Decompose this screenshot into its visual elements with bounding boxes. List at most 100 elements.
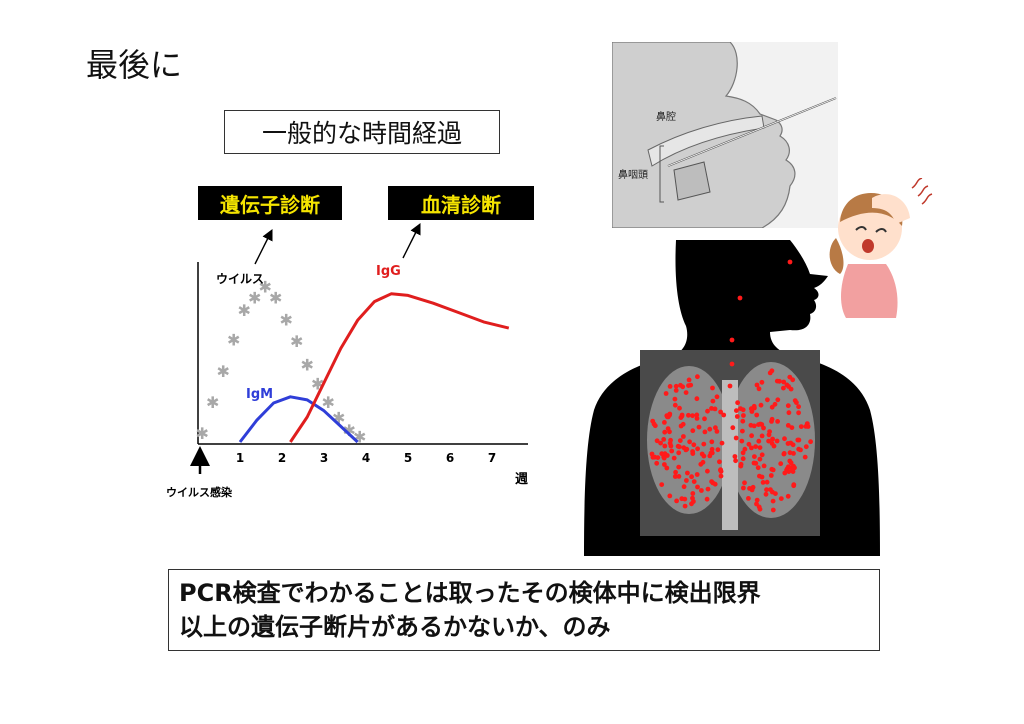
virus-particle-icon — [766, 438, 771, 444]
virus-particle-icon — [733, 435, 739, 441]
virus-particle-icon — [802, 454, 808, 460]
virus-asterisk-marker: ✱ — [290, 332, 303, 351]
virus-particle-icon — [715, 447, 721, 453]
virus-particle-icon — [792, 465, 797, 471]
virus-particle-icon — [792, 398, 798, 403]
virus-particle-icon — [680, 384, 686, 390]
virus-particle-icon — [749, 445, 754, 451]
virus-particle-icon — [787, 450, 793, 456]
virus-particle-icon — [791, 482, 797, 488]
virus-particle-icon — [677, 405, 682, 411]
virus-particle-icon — [709, 406, 714, 411]
virus-particle-icon — [686, 412, 691, 418]
virus-particle-icon — [773, 491, 778, 496]
virus-particle-icon — [695, 374, 700, 380]
virus-particle-icon — [749, 487, 755, 493]
virus-particle-icon — [709, 439, 715, 445]
serum-pointer-arrow-icon — [402, 222, 421, 259]
virus-particle-icon — [740, 450, 746, 456]
virus-particle-icon — [691, 479, 697, 484]
girl-hair-back — [829, 238, 844, 274]
virus-particle-icon — [746, 441, 752, 447]
virus-particles — [649, 259, 813, 513]
virus-particle-icon — [676, 474, 682, 479]
virus-particle-icon — [753, 460, 759, 466]
virus-asterisk-marker: ✱ — [321, 393, 334, 412]
virus-particle-icon — [709, 479, 714, 484]
virus-particle-icon — [760, 480, 766, 485]
virus-particle-icon — [796, 404, 801, 410]
girl-mouth — [862, 239, 874, 253]
time-course-caption: 一般的な時間経過 — [224, 110, 500, 154]
virus-particle-icon — [690, 495, 695, 501]
virus-asterisk-marker: ✱ — [237, 301, 250, 320]
virus-particle-icon — [682, 503, 688, 509]
virus-particle-icon — [672, 474, 678, 479]
virus-particle-icon — [785, 441, 791, 446]
virus-particle-icon — [775, 397, 781, 403]
virus-particle-icon — [759, 474, 765, 480]
virus-particle-icon — [754, 412, 760, 418]
virus-particle-icon — [690, 491, 696, 496]
virus-particle-icon — [695, 484, 700, 490]
virus-particle-icon — [798, 424, 804, 429]
virus-particle-icon — [707, 426, 713, 432]
virus-particle-icon — [690, 449, 695, 454]
virus-asterisk-marker: ✱ — [269, 288, 282, 307]
virus-particle-icon — [667, 429, 672, 435]
gene-pointer-arrow-icon — [254, 228, 273, 265]
virus-particle-icon — [785, 423, 791, 428]
virus-particle-icon — [661, 437, 667, 442]
virus-particle-icon — [787, 374, 793, 380]
virus-particle-icon — [808, 439, 813, 445]
virus-particle-icon — [664, 465, 670, 471]
virus-particle-icon — [712, 406, 718, 412]
virus-particle-icon — [701, 441, 707, 447]
virus-particle-icon — [681, 484, 687, 490]
virus-particle-icon — [751, 403, 757, 409]
virus-particle-icon — [714, 429, 720, 434]
virus-particle-icon — [785, 493, 791, 499]
serum-diagnosis-label: 血清診断 — [388, 186, 534, 220]
virus-particle-icon — [727, 383, 733, 389]
pcr-explanation-line-1: PCR検査でわかることは取ったその検体中に検出限界 — [179, 579, 761, 607]
virus-series-label: ウイルス — [216, 272, 264, 286]
virus-particle-icon — [778, 496, 784, 501]
virus-particle-icon — [764, 479, 770, 485]
girl-body — [841, 264, 898, 318]
virus-particle-icon — [742, 446, 748, 452]
virus-particle-icon — [735, 400, 740, 406]
virus-particle-icon — [659, 451, 665, 457]
virus-particle-icon — [758, 421, 763, 427]
virus-particle-icon — [741, 413, 746, 418]
virus-particle-icon — [663, 391, 669, 396]
girl-eye-right — [875, 228, 887, 233]
virus-particle-icon — [795, 437, 801, 443]
virus-particle-icon — [699, 488, 704, 493]
chart-axes — [197, 262, 528, 445]
virus-particle-icon — [752, 454, 757, 459]
virus-particle-icon — [787, 259, 793, 265]
virus-particle-icon — [763, 491, 769, 497]
x-tick-label: 7 — [488, 451, 496, 465]
virus-particle-icon — [701, 453, 707, 459]
virus-particle-icon — [686, 383, 691, 388]
virus-particle-icon — [649, 451, 655, 457]
virus-particle-icon — [765, 397, 770, 403]
virus-particle-icon — [767, 370, 773, 376]
virus-asterisk-marker: ✱ — [300, 356, 313, 375]
virus-particle-icon — [687, 439, 692, 445]
virus-particle-icon — [739, 438, 745, 444]
nasal-cavity-label: 鼻腔 — [656, 110, 676, 123]
virus-particle-icon — [719, 440, 725, 446]
virus-particle-icon — [686, 377, 692, 383]
virus-particle-icon — [690, 413, 695, 419]
virus-particle-icon — [782, 436, 787, 442]
virus-particle-icon — [756, 438, 762, 444]
pharynx-bracket — [659, 145, 664, 203]
virus-particle-icon — [690, 428, 696, 434]
virus-particle-icon — [717, 459, 722, 465]
girl-eye-left — [855, 226, 867, 231]
virus-particle-icon — [679, 412, 685, 418]
